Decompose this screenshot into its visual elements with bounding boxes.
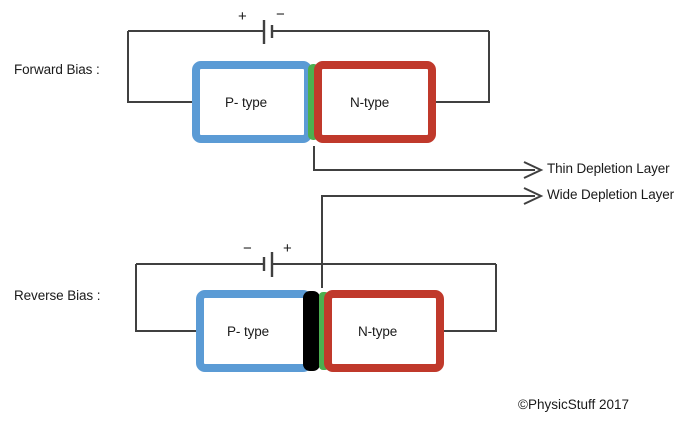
thin-depletion-layer-label: Thin Depletion Layer [547,161,670,176]
forward-battery-positive-sign: + [238,8,247,25]
wide-depletion-layer-label: Wide Depletion Layer [547,187,675,202]
forward-wire-right-leg [432,31,490,103]
forward-n-type-block [314,61,436,143]
thin-depletion-pointer-line [313,146,535,171]
thin-depletion-pointer [313,146,544,179]
wide-depletion-pointer-line [321,195,535,288]
reverse-n-type-block [324,290,444,372]
copyright-notice: ©PhysicStuff 2017 [518,397,630,412]
wide-depletion-arrowhead-icon [523,187,544,205]
reverse-bias-circuit-wires [135,252,497,332]
forward-bias-title: Forward Bias : [14,62,100,77]
reverse-wire-right-leg [440,264,497,332]
reverse-bias-junction [196,290,444,372]
forward-p-type-label: P- type [225,95,268,110]
reverse-n-type-label: N-type [358,324,398,339]
reverse-depletion-black-layer [303,291,320,371]
forward-bias-junction [192,61,436,143]
reverse-battery-positive-sign: + [283,240,292,257]
thin-depletion-arrowhead-icon [523,161,544,179]
reverse-battery-negative-sign: − [243,240,252,257]
reverse-p-type-label: P- type [227,324,270,339]
forward-battery-negative-sign: − [276,6,285,23]
forward-wire-left-leg [127,31,196,103]
forward-n-type-label: N-type [350,95,390,110]
reverse-bias-title: Reverse Bias : [14,288,101,303]
forward-bias-circuit-wires [127,20,490,103]
wide-depletion-pointer [321,187,544,288]
reverse-wire-left-leg [135,264,200,332]
